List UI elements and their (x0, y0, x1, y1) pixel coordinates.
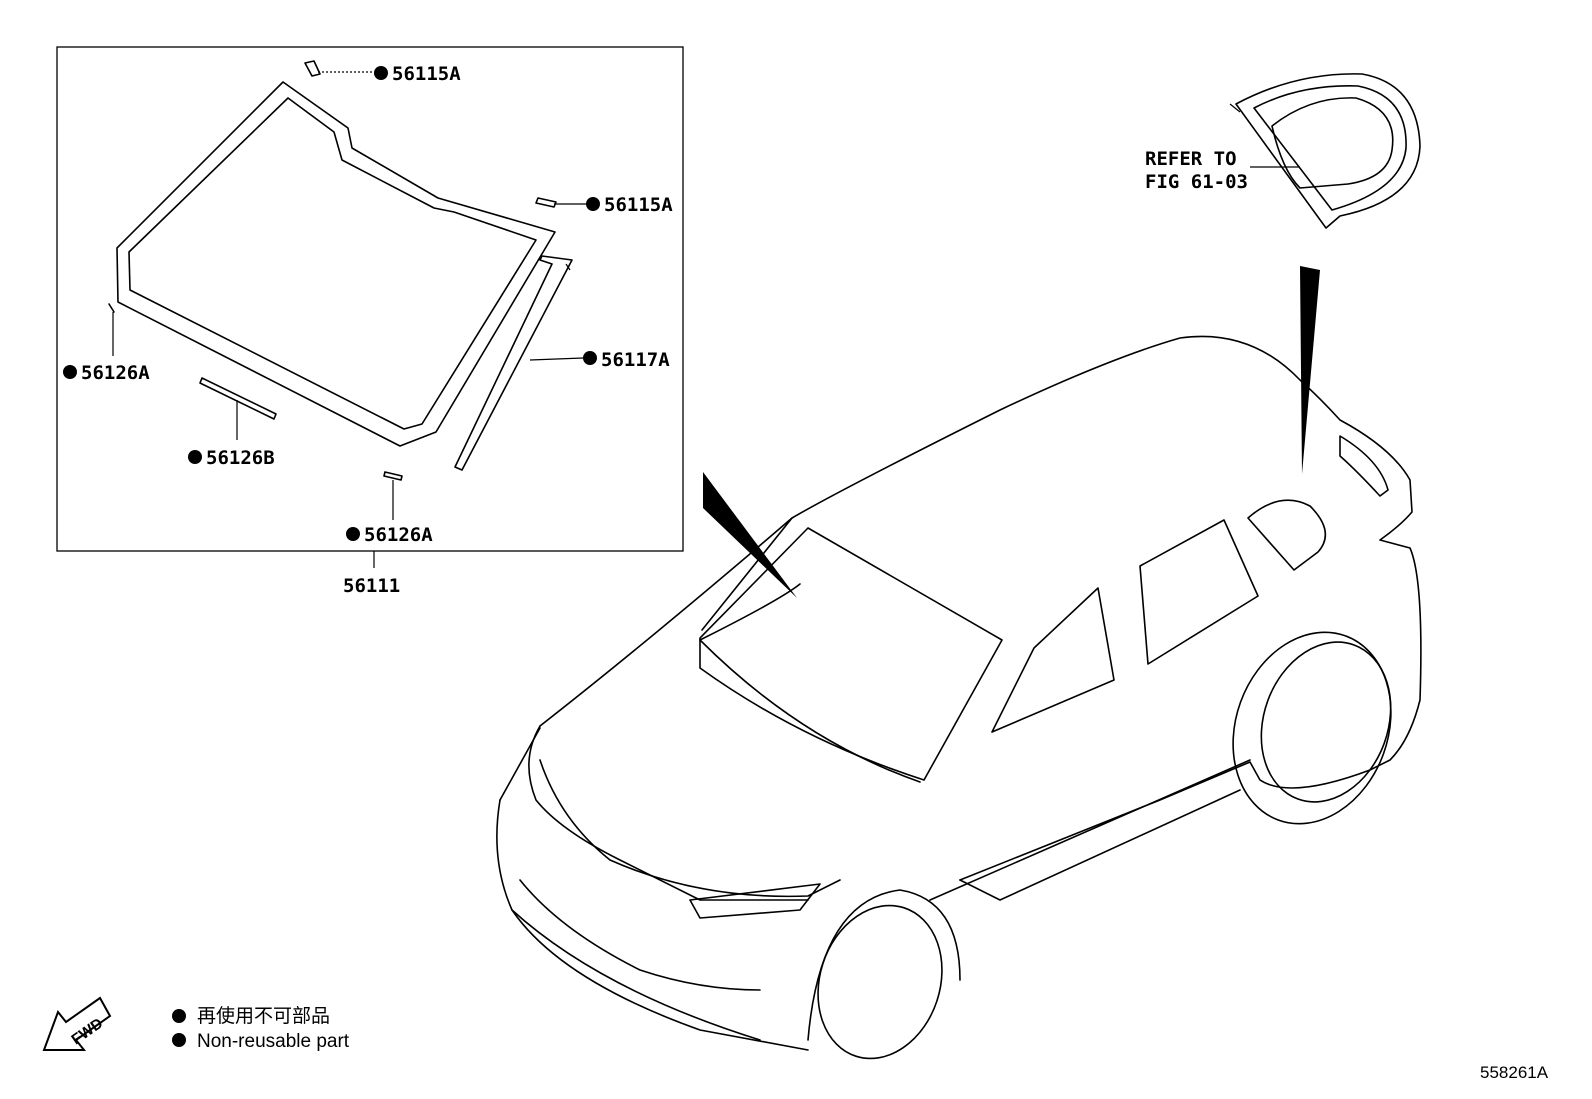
lower-molding (188, 377, 277, 464)
upper-clip-2 (535, 197, 600, 211)
fwd-arrow-icon: FWD (42, 996, 112, 1051)
windshield-glass (116, 81, 556, 447)
callout-lower-clip-left: 56126A (81, 362, 150, 384)
quarter-window-glass (1229, 73, 1421, 229)
callout-lower-molding: 56126B (206, 447, 275, 469)
windshield-pointer-wedge (703, 472, 797, 598)
legend-jp: 再使用不可部品 (197, 1005, 330, 1027)
callout-assembly: 56111 (343, 575, 400, 597)
legend-bullet-en (172, 1033, 186, 1047)
figure-id: 558261A (1480, 1063, 1549, 1082)
reference-line-2: FIG 61-03 (1145, 171, 1248, 193)
lower-clip-left (63, 303, 115, 379)
reference-line-1: REFER TO (1145, 148, 1237, 170)
side-molding-leader (529, 351, 597, 365)
callout-upper-clip-1: 56115A (392, 63, 461, 85)
legend-en: Non-reusable part (197, 1031, 350, 1052)
callout-upper-clip-2: 56115A (604, 194, 673, 216)
vehicle-outline (496, 335, 1422, 1060)
upper-clip-1 (304, 60, 388, 80)
legend-bullet-jp (172, 1009, 186, 1023)
lower-clip-bottom (346, 471, 403, 541)
windshield-inset-frame (56, 46, 684, 552)
callout-lower-clip-bottom: 56126A (364, 524, 433, 546)
side-molding (454, 255, 573, 471)
callout-side-molding: 56117A (601, 349, 670, 371)
quarter-pointer-wedge (1300, 266, 1320, 474)
